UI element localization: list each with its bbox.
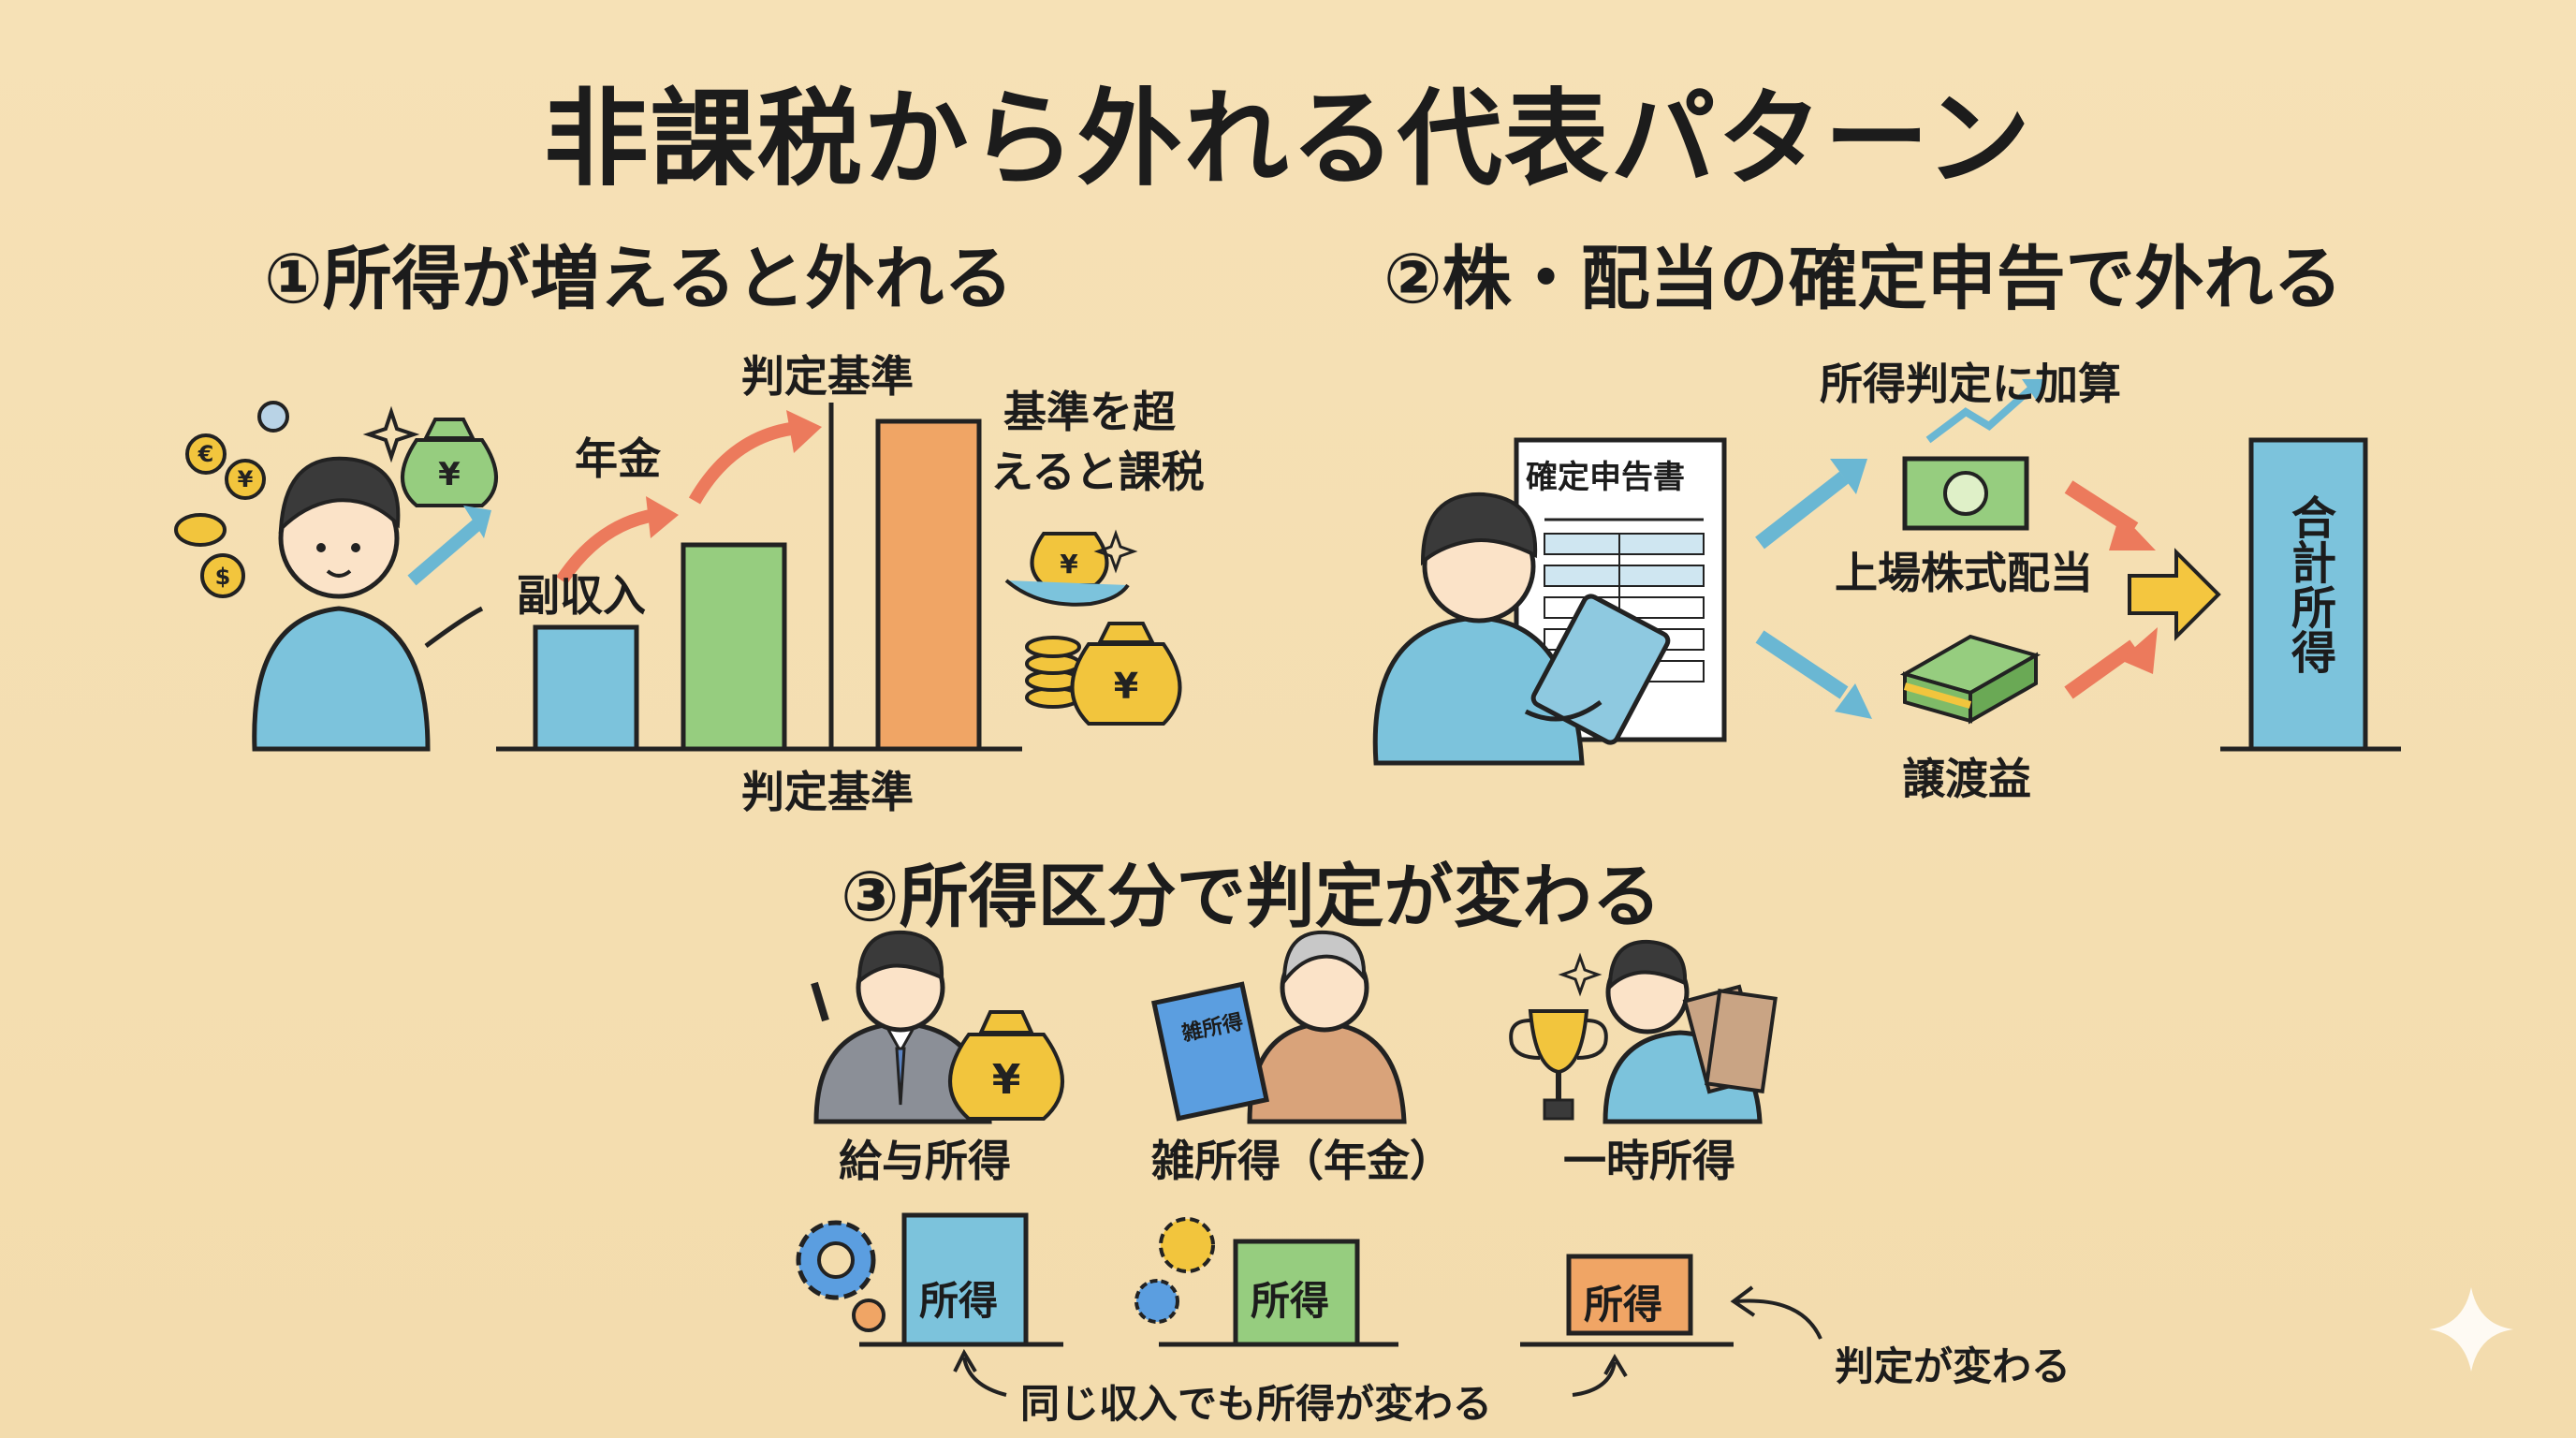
note-same-income: 同じ収入でも所得が変わる (1020, 1381, 1493, 1427)
person-thinking-icon (252, 456, 484, 752)
tablet-icon (1530, 594, 1671, 745)
bar-side-income (533, 624, 639, 752)
category-occasional: 一時所得 (1563, 1136, 1735, 1186)
form-title: 確定申告書 (1526, 459, 1685, 496)
svg-text:¥: ¥ (238, 466, 254, 492)
label-taxed-line1: 基準を超 (1003, 387, 1176, 437)
note-judgement-changes: 判定が変わる (1835, 1343, 2071, 1389)
trophy-icon (1509, 1009, 1608, 1121)
book-icon (1150, 981, 1270, 1122)
page-title: 非課税から外れる代表パターン (543, 79, 2033, 200)
section3-heading: ③所得区分で判定が変わる (841, 857, 1661, 937)
money-bag-icon: ¥ (401, 418, 498, 507)
income-box-salary (901, 1212, 1029, 1347)
section2-heading: ②株・配当の確定申告で外れる (1383, 239, 2343, 319)
label-pension: 年金 (575, 433, 661, 484)
growth-arrow-icon (407, 519, 482, 586)
elderly-person-icon (1247, 930, 1407, 1124)
category-salary: 給与所得 (839, 1136, 1011, 1186)
banknote-icon (1902, 379, 2045, 531)
label-threshold-bottom: 判定基準 (741, 767, 914, 817)
svg-text:¥: ¥ (1114, 666, 1138, 707)
bar-over-threshold (875, 418, 982, 752)
label-side-income: 副収入 (517, 570, 646, 621)
box-label-salary: 所得 (919, 1278, 999, 1324)
svg-text:¥: ¥ (992, 1056, 1021, 1104)
money-bag-icon: ¥ (1070, 622, 1182, 726)
income-box-occasional (1566, 1254, 1693, 1336)
label-taxed-line2: えると課税 (990, 447, 1205, 497)
hand-money-icon: ¥ (1004, 532, 1130, 607)
sparkle-icon (2429, 1287, 2513, 1372)
bar-pension (681, 542, 787, 752)
label-capital-gain: 譲渡益 (1902, 754, 2031, 804)
sparkle-icon (362, 405, 420, 463)
label-total-income: 合計所得 (2283, 494, 2335, 674)
banknotes-fan-icon (1682, 984, 1778, 1094)
sparkle-icon (1093, 529, 1138, 574)
income-box-misc (1233, 1239, 1360, 1347)
box-label-misc: 所得 (1251, 1278, 1330, 1324)
box-label-occasional: 所得 (1584, 1282, 1663, 1328)
sparkle-icon (1558, 952, 1603, 997)
money-bag-icon: ¥ (948, 1010, 1064, 1121)
svg-text:¥: ¥ (1060, 549, 1078, 580)
section1-heading: ①所得が増えると外れる (264, 239, 1014, 319)
svg-text:€: € (198, 441, 214, 467)
cash-stack-icon (1899, 634, 2042, 725)
svg-text:$: $ (215, 564, 231, 590)
category-misc-pension: 雑所得（年金） (1151, 1136, 1453, 1186)
person-with-tablet-icon (1372, 492, 1671, 766)
svg-text:¥: ¥ (438, 456, 461, 493)
total-income-bar (2248, 437, 2368, 752)
label-dividend: 上場株式配当 (1835, 548, 2093, 598)
gear-icon (796, 1220, 886, 1332)
gear-icon (1134, 1217, 1215, 1324)
label-threshold-top: 判定基準 (741, 351, 914, 402)
coin-stack-icon (1025, 636, 1081, 709)
yen-coin-icon: € ¥ $ (174, 401, 289, 598)
label-add-to-income: 所得判定に加算 (1820, 359, 2121, 409)
